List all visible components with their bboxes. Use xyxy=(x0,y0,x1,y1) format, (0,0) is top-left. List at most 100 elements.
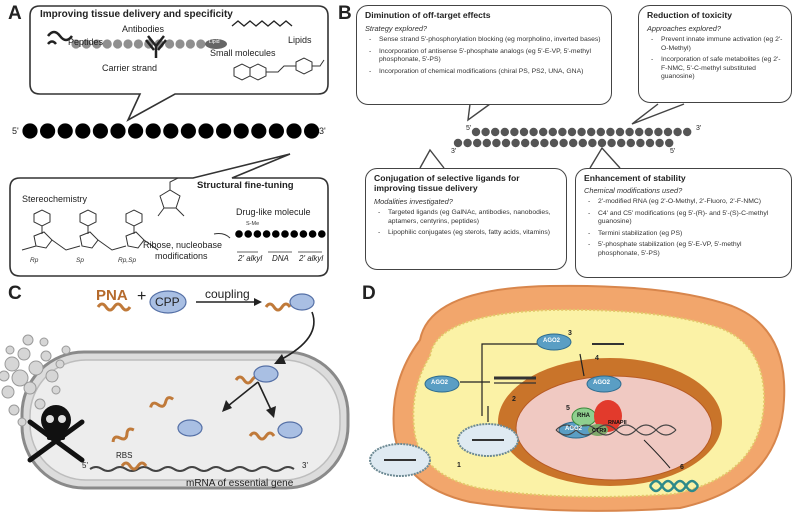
strand-nucleotide xyxy=(145,123,161,139)
strand-nucleotide xyxy=(180,123,196,139)
cpp-label: CPP xyxy=(155,295,180,309)
sense-nucleotide xyxy=(500,127,509,137)
inner-cpp xyxy=(253,365,279,383)
box1-title: Diminution of off-target effects xyxy=(365,10,491,20)
antisense-nucleotide xyxy=(645,138,655,148)
ribose-connector xyxy=(213,233,231,239)
small-molecule-icon xyxy=(233,57,325,81)
membrane-bubble xyxy=(1,385,15,399)
box3-tail xyxy=(419,148,445,169)
sense-nucleotide xyxy=(673,127,682,137)
antibodies-label: Antibodies xyxy=(122,24,165,34)
stereo-sp-label: Sp xyxy=(76,257,84,264)
box2-item: Prevent innate immune activation (eg 2'-… xyxy=(647,36,783,53)
drug-bead xyxy=(318,230,326,238)
free-pna-2 xyxy=(111,427,135,443)
sense-nucleotide xyxy=(539,127,548,137)
sense-nucleotide xyxy=(654,127,663,137)
panel-label-c: C xyxy=(8,283,22,304)
carrier-bead xyxy=(92,39,102,49)
membrane-bubble xyxy=(45,369,59,383)
drug-like-strand xyxy=(235,230,326,238)
antisense-nucleotide xyxy=(655,138,664,148)
arrow-6 xyxy=(643,439,671,469)
box1-item: Incorporation of chemical modifications … xyxy=(365,68,603,77)
ctr9-label: CTR9 xyxy=(592,428,607,434)
membrane-bubble xyxy=(4,356,20,372)
sense-nucleotide xyxy=(663,127,673,137)
panel-d-graphics xyxy=(369,284,786,512)
sense-nucleotide xyxy=(577,127,586,137)
seg-dna: DNA xyxy=(272,254,289,263)
seg-2alkyl-1: 2' alkyl xyxy=(238,254,263,263)
drug-bead xyxy=(308,230,317,238)
pna-label: PNA xyxy=(96,287,128,304)
membrane-bubble xyxy=(17,347,31,361)
membrane-bubble xyxy=(8,404,20,416)
panel-label-b: B xyxy=(338,3,352,24)
antibody-icon xyxy=(145,35,167,58)
box1-item: Sense strand 5'-phosphorylation blocking… xyxy=(365,36,603,45)
box2-tail xyxy=(631,103,685,125)
sense-nucleotide xyxy=(683,127,692,137)
antisense-nucleotide xyxy=(530,138,539,148)
box2-item: Incorporation of safe metabolites (eg 2'… xyxy=(647,56,783,82)
panel-a-strand xyxy=(22,123,320,139)
sense-nucleotide xyxy=(625,127,634,137)
entry-arrow xyxy=(279,311,315,361)
box4-sub: Chemical modifications used? xyxy=(584,186,683,195)
drug-like-label: Drug-like molecule xyxy=(236,207,311,217)
strand-nucleotide xyxy=(216,123,232,139)
strand-nucleotide xyxy=(40,123,56,139)
sense-nucleotide xyxy=(471,127,481,137)
membrane-bubble xyxy=(61,345,71,355)
stereo-rpsp-label: Rp,Sp xyxy=(118,257,136,264)
step-5: 5 xyxy=(566,405,570,412)
drug-bead xyxy=(281,230,289,238)
sense-nucleotide xyxy=(644,127,653,137)
membrane-bubble xyxy=(55,359,65,369)
carrier-bead xyxy=(175,39,185,49)
strand-nucleotide xyxy=(92,123,108,139)
split-arrow-left xyxy=(227,381,259,407)
mrna-5-label: 5' xyxy=(82,461,88,470)
antisense-nucleotide xyxy=(617,138,626,148)
antisense-nucleotide xyxy=(549,138,559,148)
small-molecules-label: Small molecules xyxy=(210,48,276,58)
box-ligands: Conjugation of selective ligands for imp… xyxy=(365,168,567,270)
strand-nucleotide xyxy=(163,123,179,139)
modifications-label: modifications xyxy=(155,251,208,261)
sense-nucleotide xyxy=(529,127,538,137)
drug-bead xyxy=(299,230,308,238)
antisense-nucleotide xyxy=(607,138,616,148)
box3-item: Targeted ligands (eg GalNAc, antibodies,… xyxy=(374,209,558,226)
carrier-strand-beads xyxy=(71,39,206,49)
ago2-shape-1 xyxy=(424,375,460,393)
rnapii-label: RNAPII xyxy=(608,420,627,426)
antisense-nucleotide xyxy=(626,138,635,148)
strand-nucleotide xyxy=(198,123,214,139)
panel-a-bubbles: Rp Sp Rp,Sp S-Me xyxy=(9,5,329,277)
strand-nucleotide xyxy=(304,123,320,139)
peptides-label: Peptides xyxy=(68,37,104,47)
drug-bead xyxy=(272,230,280,238)
antisense-nucleotide xyxy=(453,138,463,148)
strand-3-label: 3' xyxy=(319,126,326,136)
strand-nucleotide xyxy=(22,123,38,139)
membrane-bubble xyxy=(11,369,29,387)
box1-item: Incorporation of antisense 5'-phosphate … xyxy=(365,48,603,65)
sense-nucleotide xyxy=(510,127,519,137)
panel-c-graphics xyxy=(0,290,350,490)
membrane-bubble xyxy=(5,345,15,355)
box-off-target: Diminution of off-target effects Strateg… xyxy=(356,5,612,105)
strand-5-label: 5' xyxy=(12,126,19,136)
b-bot5: 5' xyxy=(670,148,676,155)
drug-bead xyxy=(244,230,252,238)
plus-sign: + xyxy=(137,288,147,305)
carrier-bead xyxy=(133,39,143,49)
sirna-sense-strand xyxy=(471,127,692,137)
sirna-antisense-strand xyxy=(453,138,674,148)
box3-sub: Modalities investigated? xyxy=(374,197,453,206)
entry-arrowhead xyxy=(274,354,286,364)
strand-nucleotide xyxy=(251,123,267,139)
